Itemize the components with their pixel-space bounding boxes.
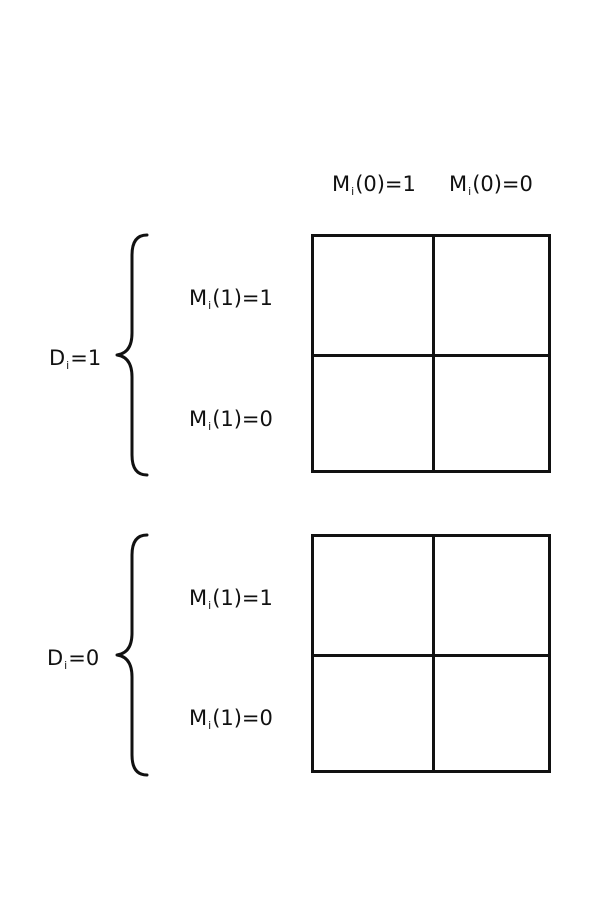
table-grid-d1 (311, 234, 551, 473)
column-header-m0-1: Mi(0)=1 (332, 172, 416, 198)
row-label-m1-0-d0: Mi(1)=0 (189, 706, 273, 732)
grid-divider-vertical (432, 537, 435, 770)
group-label-d1: Di=1 (49, 346, 102, 372)
column-header-m0-0: Mi(0)=0 (449, 172, 533, 198)
grid-divider-horizontal (314, 654, 548, 657)
row-label-m1-0-d1: Mi(1)=0 (189, 407, 273, 433)
group-brace-d1 (115, 233, 149, 477)
group-brace-d0 (115, 533, 149, 777)
row-label-m1-1-d0: Mi(1)=1 (189, 586, 273, 612)
table-grid-d0 (311, 534, 551, 773)
grid-divider-vertical (432, 237, 435, 470)
group-label-d0: Di=0 (47, 646, 100, 672)
row-label-m1-1-d1: Mi(1)=1 (189, 286, 273, 312)
grid-divider-horizontal (314, 354, 548, 357)
